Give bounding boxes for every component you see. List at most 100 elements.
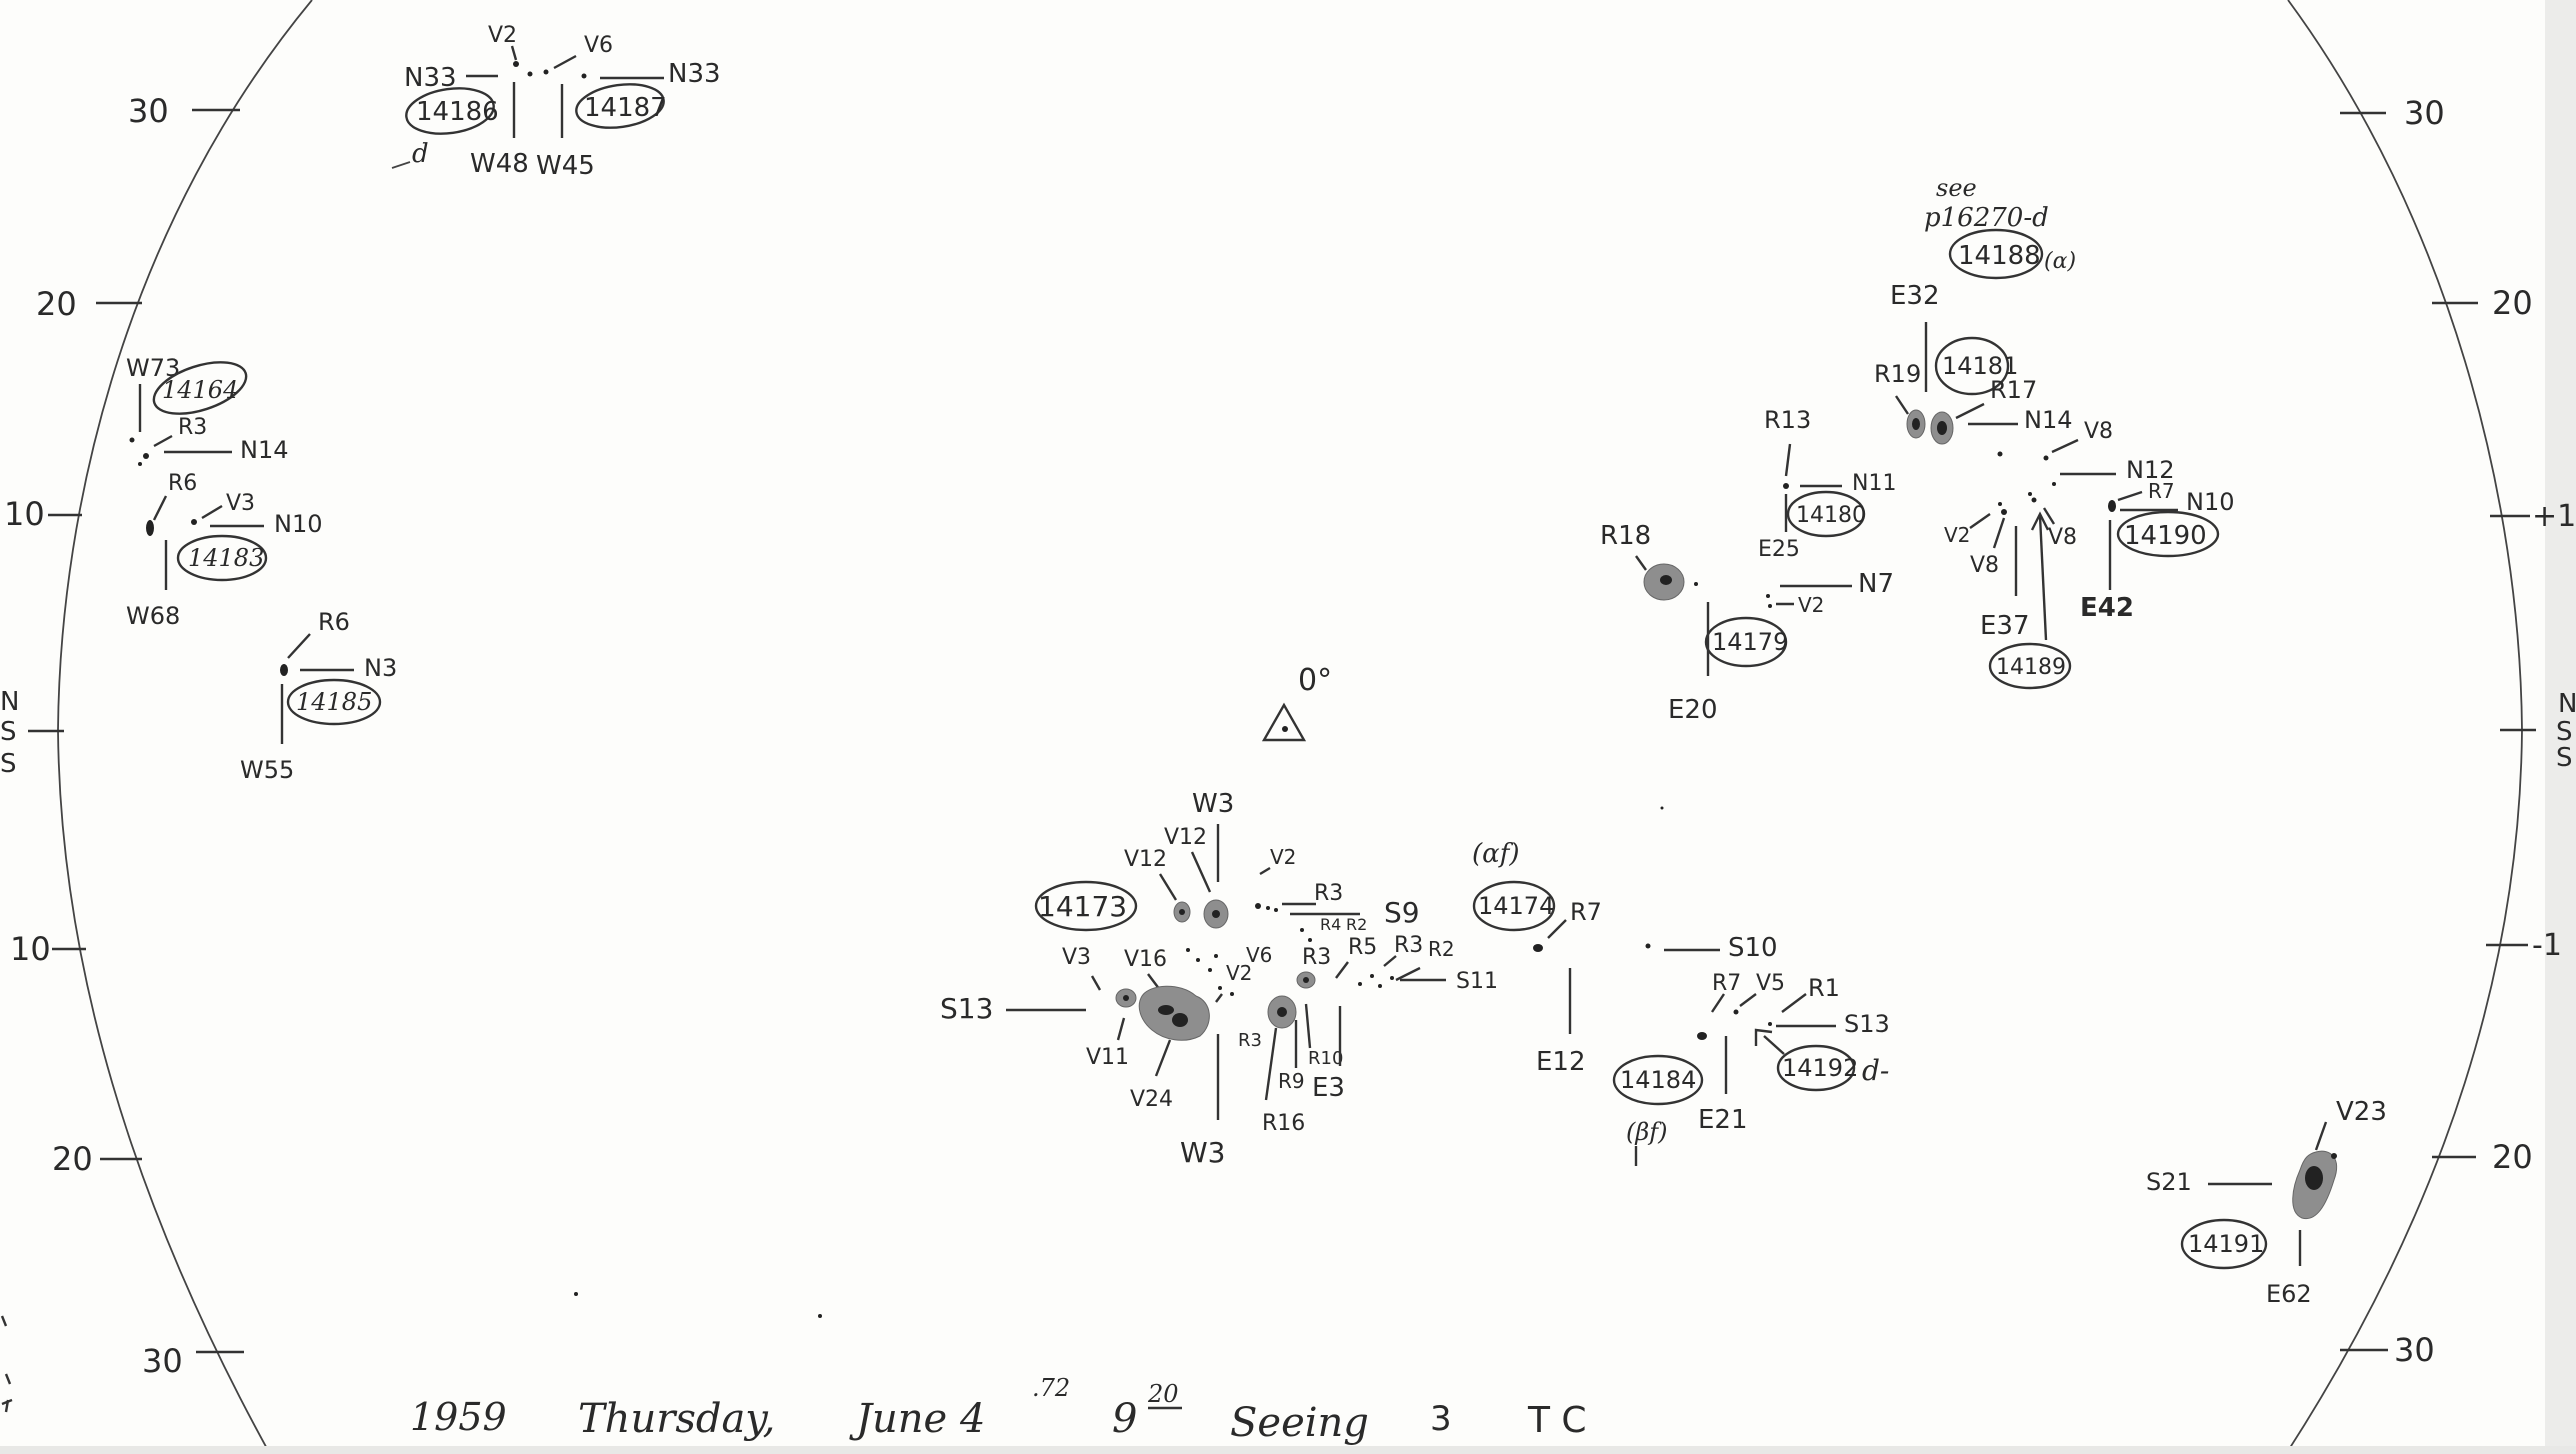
group-14174: (αf) 14174 R7 E12 (1472, 839, 1602, 1077)
scale-left-edge-n: N (0, 687, 19, 717)
label-v3-14183: V3 (226, 491, 255, 516)
label-s13-left: S13 (940, 992, 993, 1025)
scale-left-20-north: 20 (36, 285, 77, 323)
footer-time-hour: 9 (1112, 1396, 1137, 1442)
group-id-14186: 14186 (416, 97, 499, 127)
label-w48: W48 (470, 149, 529, 179)
scale-right-10-north: +1 (2532, 499, 2576, 534)
label-r2-a: R2 (1346, 915, 1367, 934)
label-r13: R13 (1764, 406, 1811, 434)
label-v6-14173: V6 (1246, 943, 1272, 967)
group-14180: R13 N11 14180 E25 (1758, 406, 1896, 562)
group-id-14189: 14189 (1996, 655, 2066, 680)
label-s10: S10 (1728, 933, 1778, 963)
footer-observer: T C (1527, 1400, 1587, 1441)
label-e42: E42 (2080, 593, 2134, 623)
scale-right-20-north: 20 (2492, 284, 2533, 322)
label-e25: E25 (1758, 537, 1800, 562)
label-n14-14181: N14 (2024, 406, 2073, 434)
label-v8-a: V8 (1970, 553, 1999, 578)
group-id-14192: 14192 (1782, 1054, 1858, 1082)
group-id-14164: 14164 (162, 376, 238, 404)
label-v3-14173: V3 (1062, 945, 1091, 970)
center-label: 0° (1298, 663, 1332, 698)
group-14186: N33 V2 14186 W48 d (391, 23, 533, 179)
label-v8-14181: V8 (2084, 419, 2113, 444)
label-v2-14179: V2 (1798, 593, 1824, 617)
label-e21: E21 (1698, 1105, 1748, 1135)
footer-seeing-value: 3 (1430, 1399, 1452, 1439)
label-w55: W55 (240, 756, 294, 784)
group-id-14183: 14183 (188, 544, 264, 572)
label-n11: N11 (1852, 471, 1896, 496)
label-e62: E62 (2266, 1280, 2312, 1308)
footer-time-min: 20 (1147, 1380, 1179, 1408)
label-n14-14164: N14 (240, 436, 289, 464)
label-r3-a: R3 (1314, 881, 1343, 906)
label-r18: R18 (1600, 521, 1651, 551)
group-14181: 14181 R19 R17 N14 V8 (1874, 336, 2113, 461)
group-14164: W73 14164 R3 N14 (126, 354, 289, 466)
group-id-14181: 14181 (1942, 352, 2018, 380)
label-v2-14173: V2 (1270, 845, 1296, 869)
group-id-14179: 14179 (1712, 628, 1788, 656)
observation-footer: 1959 Thursday, June 4 .72 9 20 Seeing 3 … (410, 1374, 1587, 1446)
label-n10-14183: N10 (274, 510, 323, 538)
label-r6-14183: R6 (168, 471, 197, 496)
group-14191: V23 S21 14191 E62 (2146, 1097, 2387, 1308)
group-id-14190: 14190 (2124, 521, 2207, 551)
label-n12: N12 (2126, 456, 2175, 484)
group-14192: R1 S13 14192 d- (1754, 974, 1890, 1092)
label-w3-bottom: W3 (1180, 1136, 1226, 1169)
group-14183: R6 V3 N10 14183 W68 (126, 471, 323, 630)
label-w3-top: W3 (1192, 789, 1234, 819)
label-e32: E32 (1890, 281, 1940, 311)
label-s11: S11 (1456, 969, 1498, 994)
label-n33-right: N33 (668, 59, 721, 89)
label-v6: V6 (584, 33, 613, 58)
label-v11: V11 (1086, 1045, 1129, 1070)
label-v16: V16 (1124, 947, 1167, 972)
label-s21: S21 (2146, 1168, 2192, 1196)
scale-right-20-south: 20 (2492, 1138, 2533, 1176)
group-id-14180: 14180 (1796, 503, 1866, 528)
label-r19: R19 (1874, 360, 1921, 388)
label-v24: V24 (1130, 1087, 1173, 1112)
group-id-14184: 14184 (1620, 1066, 1696, 1094)
scale-right-edge-n: N (2558, 689, 2576, 719)
group-14184: S10 R7 V5 14184 (βf) E21 (1612, 933, 1785, 1166)
label-r7-14184: R7 (1712, 971, 1741, 996)
label-v23: V23 (2336, 1097, 2387, 1127)
group-14179: R18 N7 V2 14179 E20 (1600, 521, 1894, 725)
label-see: see (1936, 174, 1977, 202)
scale-left-edge-s2: S (0, 749, 17, 779)
label-s9: S9 (1384, 896, 1420, 929)
label-r2-b: R2 (1428, 937, 1455, 961)
footer-seeing-label: Seeing (1230, 1400, 1369, 1446)
label-r7-14174: R7 (1570, 898, 1602, 926)
scale-left-30-north: 30 (128, 92, 169, 130)
label-r3-b: R3 (1302, 945, 1331, 970)
label-r6-14185: R6 (318, 608, 350, 636)
label-beta-f: (βf) (1626, 1118, 1667, 1146)
label-alpha-14188: (α) (2044, 249, 2076, 274)
label-v8-b: V8 (2048, 525, 2077, 550)
label-r9: R9 (1278, 1069, 1305, 1093)
label-v12-a: V12 (1124, 847, 1167, 872)
label-alpha-f: (αf) (1472, 839, 1519, 869)
latitude-scale-left: 30 20 10 10 20 30 N S S (0, 92, 244, 1380)
label-r3-c: R3 (1394, 933, 1423, 958)
label-n3: N3 (364, 654, 397, 682)
scale-right-edge-s2: S (2556, 743, 2573, 773)
group-14185: R6 N3 14185 W55 (240, 608, 397, 784)
footer-year: 1959 (410, 1395, 507, 1439)
group-id-14187: 14187 (584, 93, 667, 123)
label-e12: E12 (1536, 1047, 1586, 1077)
scale-left-10-north: 10 (4, 495, 45, 533)
scale-right-30-north: 30 (2404, 94, 2445, 132)
label-v5: V5 (1756, 971, 1785, 996)
scale-left-edge-s1: S (0, 717, 17, 747)
scale-right-10-south: -1 (2532, 928, 2562, 963)
group-14173: W3 V12 V12 V2 14173 R3 S9 R4 R2 V3 V16 V… (940, 789, 1498, 1169)
